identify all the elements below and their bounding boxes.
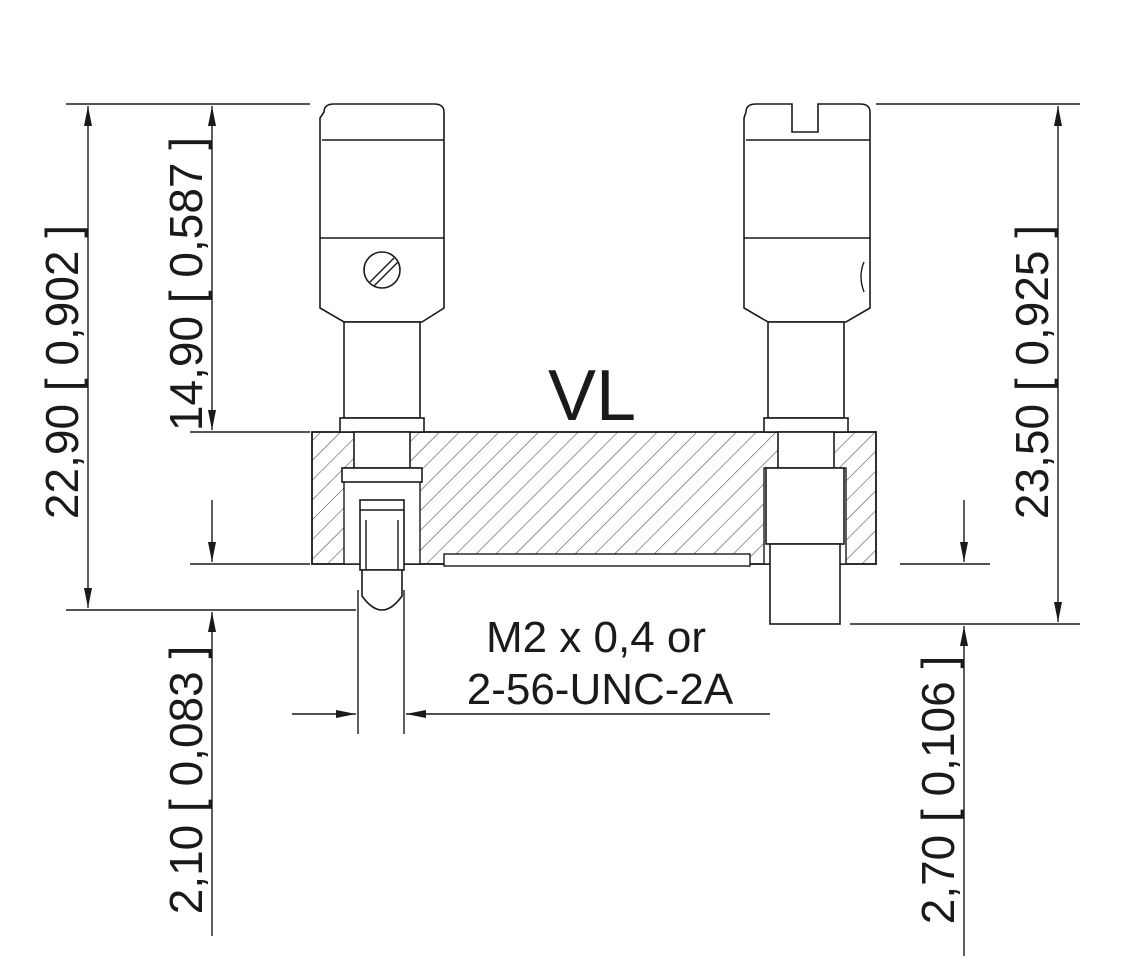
dim-total-height-right: 23,50 [ 0,925 ] xyxy=(1006,225,1058,519)
title-text: VL xyxy=(548,356,636,436)
dim-probe-height-left: 14,90 [ 0,587 ] xyxy=(160,137,212,431)
thread-label-line1: M2 x 0,4 or xyxy=(486,613,706,662)
dimension-lines xyxy=(84,106,1062,956)
right-probe xyxy=(743,103,871,625)
left-probe xyxy=(319,103,445,611)
dim-tip-depth-left: 2,10 [ 0,083 ] xyxy=(160,646,212,915)
dim-total-height-left: 22,90 [ 0,902 ] xyxy=(36,225,88,519)
dim-tip-depth-right: 2,70 [ 0,106 ] xyxy=(912,656,964,925)
thread-label-line2: 2-56-UNC-2A xyxy=(467,665,734,714)
extension-lines xyxy=(66,103,1080,734)
